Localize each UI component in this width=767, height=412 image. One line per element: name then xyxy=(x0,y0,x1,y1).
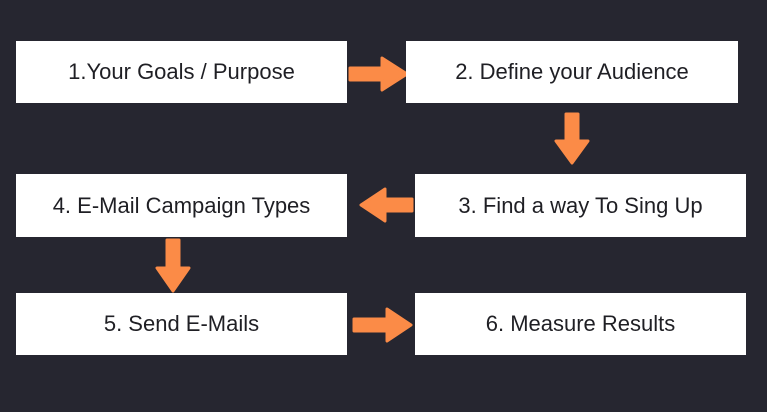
step-label-4: 4. E-Mail Campaign Types xyxy=(52,192,311,218)
arrow-down-icon xyxy=(154,238,192,294)
step-label-6: 6. Measure Results xyxy=(485,311,676,336)
arrow-down-icon xyxy=(553,112,591,166)
step-box-1: 1.Your Goals / Purpose xyxy=(16,41,347,103)
arrow-right-icon xyxy=(348,55,410,93)
step-label-5: 5. Send E-Mails xyxy=(103,311,260,336)
step-box-6: 6. Measure Results xyxy=(415,293,746,355)
step-label-1: 1.Your Goals / Purpose xyxy=(68,59,295,84)
step-box-3: 3. Find a way To Sing Up xyxy=(415,174,746,237)
arrow-left-icon xyxy=(358,186,414,224)
step-box-2: 2. Define your Audience xyxy=(406,41,738,103)
arrow-right-icon xyxy=(352,306,414,344)
step-box-4: 4. E-Mail Campaign Types xyxy=(16,174,347,237)
step-label-3: 3. Find a way To Sing Up xyxy=(458,192,703,218)
step-label-2: 2. Define your Audience xyxy=(455,59,689,84)
step-box-5: 5. Send E-Mails xyxy=(16,293,347,355)
